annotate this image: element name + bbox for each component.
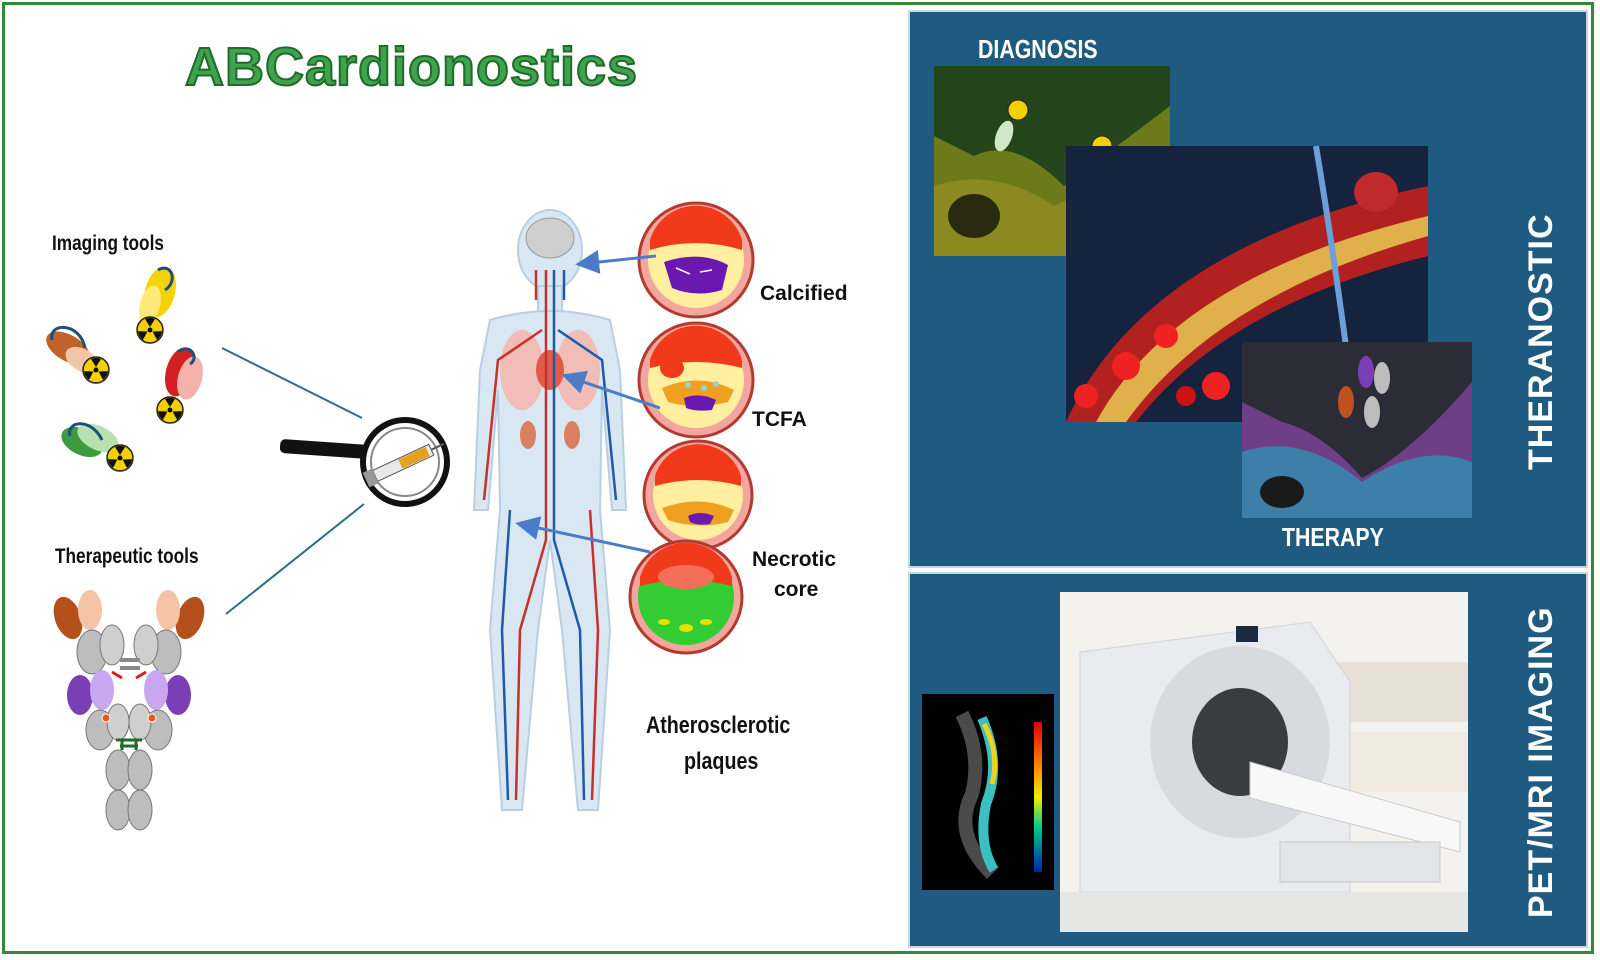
therapeutic-tools-label: Therapeutic tools	[55, 545, 199, 568]
diagnosis-label: DIAGNOSIS	[978, 34, 1098, 64]
atherosclerotic-caption-line2: plaques	[684, 748, 759, 775]
tcfa-label: TCFA	[752, 408, 807, 431]
human-circulatory-system-illustration	[472, 209, 628, 811]
necrotic-core-plaque-icon	[628, 539, 744, 655]
bispecific-antibody-icon	[53, 590, 205, 831]
therapy-label: THERAPY	[1282, 522, 1384, 552]
atherosclerotic-caption-line1: Atherosclerotic	[646, 712, 791, 739]
necrotic-label-line1: Necrotic	[752, 548, 837, 571]
pet-mri-side-label: PET/MRI IMAGING	[1522, 606, 1560, 918]
necrotic-label-line2: core	[774, 578, 819, 601]
calcified-plaque-icon	[637, 201, 755, 319]
red-fragment-icon	[156, 347, 203, 424]
green-fragment-icon	[61, 422, 134, 472]
radiolabeled-antibody-fragments	[46, 266, 203, 472]
intermediate-plaque-icon	[642, 439, 754, 551]
pet-mri-panel: PET/MRI IMAGING	[908, 572, 1588, 948]
magnifier-syringe-icon	[279, 417, 450, 507]
yellow-fragment-icon	[136, 266, 176, 344]
calcified-label: Calcified	[760, 282, 848, 305]
therapy-tissue-image	[1242, 342, 1472, 518]
mri-scanner-photo	[1060, 592, 1468, 932]
brown-fragment-icon	[46, 325, 110, 384]
artery-plaque-illustration	[1066, 145, 1428, 423]
tcfa-plaque-icon	[637, 321, 755, 439]
theranostic-side-label: THERANOSTIC	[1522, 213, 1560, 470]
figure-title: ABCardionostics	[184, 36, 639, 98]
imaging-tools-label: Imaging tools	[52, 232, 164, 255]
pet-mri-scan-image	[922, 694, 1054, 890]
theranostic-panel: DIAGNOSIS THERAPY THERANOSTIC	[908, 10, 1588, 568]
